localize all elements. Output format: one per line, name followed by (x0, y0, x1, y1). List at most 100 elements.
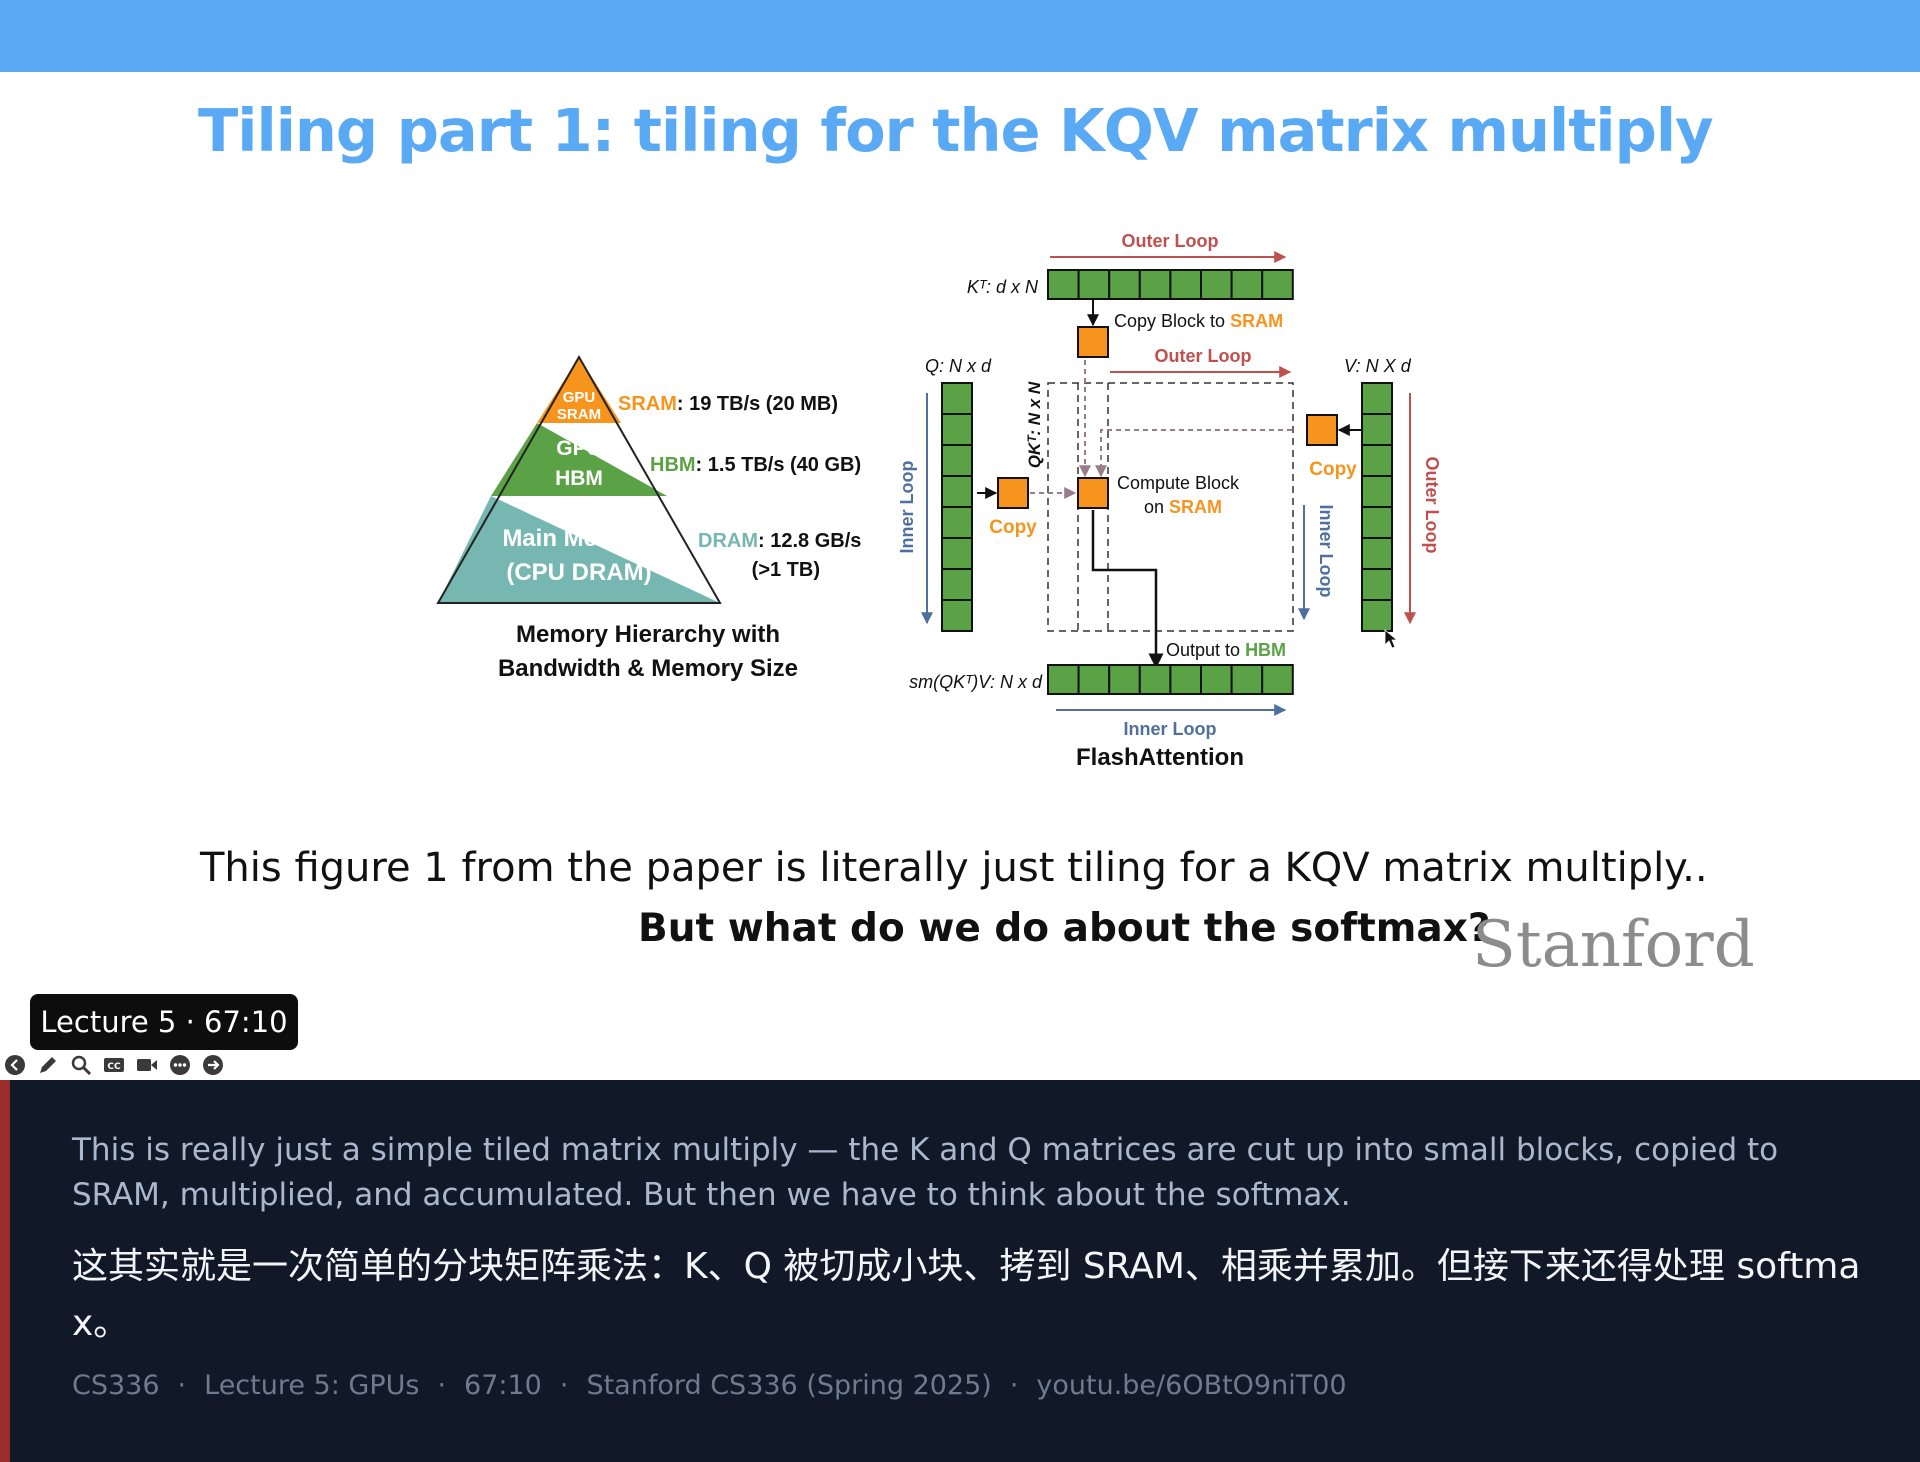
search-icon[interactable] (68, 1052, 94, 1078)
meta-time: 67:10 (464, 1370, 542, 1401)
v-matrix (1361, 382, 1393, 632)
q-matrix-cell (941, 537, 973, 570)
pyramid-tier-hbm-line2: HBM (555, 467, 603, 490)
v-matrix-cell (1361, 506, 1393, 539)
q-sram-block (997, 477, 1029, 509)
memory-pyramid: GPU SRAM GPU HBM Main Memory (CPU DRAM) … (436, 354, 861, 682)
slide-caption: This figure 1 from the paper is literall… (200, 845, 1708, 891)
copy-block-label: Copy Block to SRAM (1114, 311, 1283, 331)
captions-icon[interactable]: CC (101, 1052, 127, 1078)
outer-loop-top-label: Outer Loop (1122, 231, 1219, 251)
pyramid-tier-sram-line1: GPU (563, 389, 596, 406)
dram-size-label: (>1 TB) (752, 559, 820, 581)
pyramid-caption-line2: Bandwidth & Memory Size (498, 655, 798, 682)
pyramid-tier-dram-line2: (CPU DRAM) (506, 559, 651, 586)
meta-url[interactable]: youtu.be/6OBtO9niT00 (1036, 1370, 1347, 1401)
v-matrix-cell (1361, 537, 1393, 570)
q-matrix-cell (941, 568, 973, 601)
kt-matrix-cell (1138, 269, 1172, 300)
kt-matrix-cell (1108, 269, 1141, 300)
meta-channel: Stanford CS336 (Spring 2025) (586, 1370, 992, 1401)
copy-right-label: Copy (1309, 459, 1357, 480)
slide-question: But what do we do about the softmax? (638, 906, 1491, 951)
slide-title: Tiling part 1: tiling for the KQV matrix… (198, 96, 1714, 165)
output-matrix (1047, 664, 1294, 695)
kt-matrix (1047, 269, 1294, 300)
compute-block-line1: Compute Block (1117, 473, 1240, 493)
kt-matrix-label: Kᵀ: d x N (967, 277, 1039, 297)
q-matrix-cell (941, 506, 973, 539)
output-matrix-cell (1169, 664, 1203, 695)
pyramid-tier-sram (537, 357, 621, 423)
copy-left-label: Copy (989, 517, 1037, 538)
v-matrix-cell (1361, 382, 1393, 415)
q-matrix (941, 382, 973, 632)
subtitle-panel: This is really just a simple tiled matri… (0, 1080, 1920, 1462)
back-icon[interactable] (2, 1052, 28, 1078)
v-matrix-cell (1361, 568, 1393, 601)
meta-course: CS336 (72, 1370, 160, 1401)
video-meta: CS336·Lecture 5: GPUs·67:10·Stanford CS3… (72, 1370, 1347, 1401)
qkt-label: QKᵀ: N x N (1025, 381, 1044, 468)
q-matrix-cell (941, 413, 973, 446)
v-matrix-cell (1361, 444, 1393, 477)
inner-loop-right-label: Inner Loop (1316, 505, 1336, 598)
kt-matrix-cell (1047, 269, 1080, 300)
q-matrix-label: Q: N x d (925, 356, 992, 376)
inner-loop-bottom-label: Inner Loop (1124, 719, 1217, 739)
kt-matrix-cell (1200, 269, 1233, 300)
kt-matrix-cell (1077, 269, 1111, 300)
output-matrix-cell (1230, 664, 1264, 695)
sram-bandwidth-label: SRAM: 19 TB/s (20 MB) (618, 393, 838, 415)
hbm-bandwidth-label: HBM: 1.5 TB/s (40 GB) (650, 454, 861, 476)
output-matrix-cell (1138, 664, 1172, 695)
pyramid-tier-hbm (491, 423, 667, 496)
v-matrix-label: V: N X d (1344, 356, 1412, 376)
camera-icon[interactable] (134, 1052, 160, 1078)
panel-accent-bar (0, 1080, 10, 1462)
kt-matrix-cell (1261, 269, 1294, 300)
pyramid-caption-line1: Memory Hierarchy with (516, 621, 780, 648)
svg-text:CC: CC (107, 1062, 121, 1072)
outer-loop-mid-label: Outer Loop (1155, 346, 1252, 366)
player-controls: CC (2, 1052, 226, 1078)
forward-icon[interactable] (200, 1052, 226, 1078)
output-matrix-cell (1108, 664, 1141, 695)
flashattention-diagram: Outer Loop Kᵀ: d x N Copy Block to SRAM … (897, 231, 1442, 771)
stanford-logo: Stanford (1472, 908, 1755, 982)
output-label: Output to HBM (1166, 640, 1286, 660)
kt-matrix-cell (1230, 269, 1264, 300)
output-matrix-cell (1047, 664, 1080, 695)
pyramid-tier-hbm-line1: GPU (556, 437, 602, 460)
timestamp-tooltip: Lecture 5 · 67:10 (30, 994, 298, 1050)
output-matrix-label: sm(QKᵀ)V: N x d (909, 672, 1043, 692)
v-matrix-cell (1361, 599, 1393, 632)
q-matrix-cell (941, 599, 973, 632)
compute-block-line2: on SRAM (1144, 497, 1222, 517)
q-matrix-cell (941, 475, 973, 508)
pyramid-tier-dram-line1: Main Memory (502, 525, 656, 552)
compute-sram-block (1077, 477, 1109, 509)
figure: GPU SRAM GPU HBM Main Memory (CPU DRAM) … (436, 231, 1442, 771)
more-icon[interactable] (167, 1052, 193, 1078)
q-matrix-cell (941, 444, 973, 477)
v-matrix-cell (1361, 413, 1393, 446)
inner-loop-left-label: Inner Loop (897, 461, 917, 554)
dram-bandwidth-label: DRAM: 12.8 GB/s (698, 530, 861, 552)
q-matrix-cell (941, 382, 973, 415)
v-sram-block (1306, 414, 1338, 446)
pen-icon[interactable] (35, 1052, 61, 1078)
outer-loop-right-label: Outer Loop (1422, 457, 1442, 554)
v-matrix-cell (1361, 475, 1393, 508)
output-matrix-cell (1200, 664, 1233, 695)
kt-matrix-cell (1169, 269, 1203, 300)
output-arrow (1091, 510, 1164, 669)
kt-sram-block (1077, 326, 1109, 358)
subtitle-english: This is really just a simple tiled matri… (72, 1132, 1779, 1213)
subtitle-chinese: 这其实就是一次简单的分块矩阵乘法：K、Q 被切成小块、拷到 SRAM、相乘并累加… (72, 1246, 1861, 1344)
qkt-region (1047, 382, 1294, 632)
slide-top-bar (0, 0, 1920, 72)
meta-lecture: Lecture 5: GPUs (204, 1370, 420, 1401)
flashattention-title: FlashAttention (1076, 744, 1244, 771)
pyramid-tier-dram (438, 496, 720, 603)
